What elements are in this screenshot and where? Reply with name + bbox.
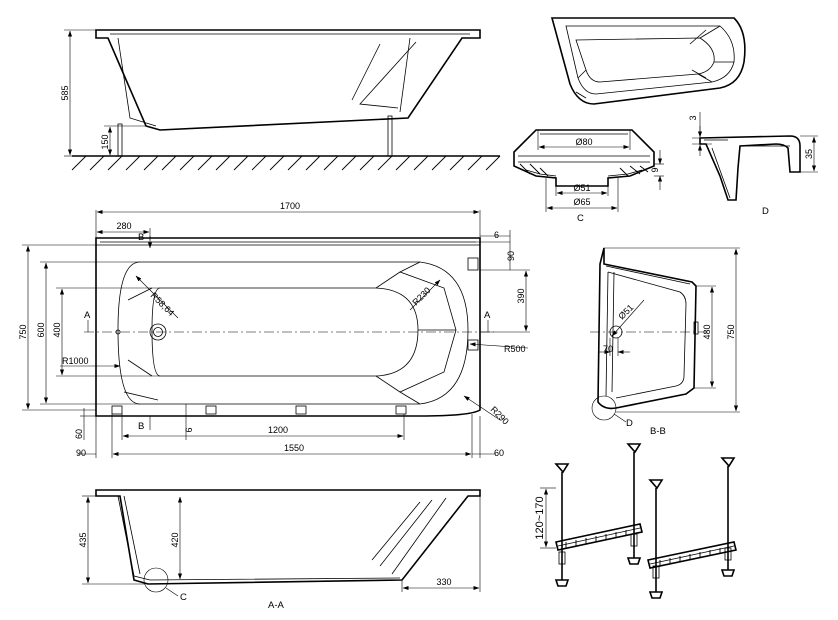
dim-side-480: 480	[702, 324, 712, 339]
dim-length-1700: 1700	[280, 201, 300, 211]
leg-left-back	[626, 443, 642, 565]
leg-left-front	[554, 463, 570, 587]
dim-rim-6: 6	[494, 230, 499, 240]
dim-gap-60-left: 60	[74, 429, 84, 439]
dim-small-9: 9	[650, 167, 660, 172]
detail-c-view: Ø80 Ø51 Ø65 9 C	[513, 129, 664, 224]
dim-dia-80: Ø80	[575, 137, 592, 147]
dim-small-6: 6	[184, 427, 194, 432]
dim-gap-90-bottom: 90	[76, 448, 86, 458]
dim-side-750: 750	[726, 324, 736, 339]
dim-rim-90: 90	[506, 251, 516, 261]
dim-inner-600: 600	[36, 322, 46, 337]
dim-radius-1000: R1000	[62, 356, 89, 366]
dim-dia-65: Ø65	[573, 197, 590, 207]
dim-leg-range: 120~170	[534, 496, 546, 539]
detail-c-caption: C	[577, 213, 584, 224]
leg-right-front	[648, 479, 664, 599]
dim-inner-400: 400	[52, 322, 62, 337]
section-a-left-label: A	[84, 310, 91, 321]
section-bb-caption: B-B	[650, 426, 666, 437]
section-a-right-label: A	[484, 310, 491, 321]
section-b-bottom-label: B	[138, 421, 144, 432]
detail-c-label: C	[180, 592, 187, 603]
dim-detail-3: 3	[688, 115, 698, 120]
leg-right-back	[720, 457, 736, 577]
leg-frame-view: 120~170	[534, 443, 737, 599]
dim-side-70: 70	[603, 344, 613, 354]
dim-leg-150: 150	[100, 134, 110, 149]
floor-hatch	[71, 155, 501, 171]
section-a-a-view: C 435 420 330 A-A	[78, 489, 481, 611]
detail-d-view: 3 35 D	[688, 112, 818, 217]
dim-height-435: 435	[78, 532, 88, 547]
dim-gap-60-right: 60	[494, 448, 504, 458]
bath-perspective-view	[550, 17, 746, 105]
dim-detail-35: 35	[804, 149, 814, 159]
dim-height-585: 585	[60, 85, 70, 100]
detail-d-caption: D	[762, 206, 769, 217]
dim-length-1550: 1550	[284, 443, 304, 453]
dim-side-dia-51: Ø51	[616, 302, 635, 321]
detail-d-label: D	[626, 418, 633, 429]
dim-offset-330: 330	[436, 577, 451, 587]
dim-depth-420: 420	[170, 532, 180, 547]
section-b-b-view: D Ø51 70 480 750 B-B	[590, 247, 740, 437]
front-elevation-view: 585 150	[60, 29, 501, 171]
dim-radius-500: R500	[504, 344, 526, 354]
section-b-top-label: B	[138, 232, 144, 243]
dim-radius-230: R230	[410, 285, 432, 307]
dim-depth-390: 390	[516, 288, 526, 303]
dim-radius-290: R290	[489, 404, 511, 426]
top-plan-view: A A B B 1700 280 6 90 390 750	[18, 201, 530, 458]
section-aa-caption: A-A	[268, 600, 285, 611]
dim-width-750: 750	[18, 324, 28, 339]
dim-length-1200: 1200	[268, 425, 288, 435]
dim-offset-280: 280	[116, 221, 131, 231]
dim-dia-51: Ø51	[573, 183, 590, 193]
